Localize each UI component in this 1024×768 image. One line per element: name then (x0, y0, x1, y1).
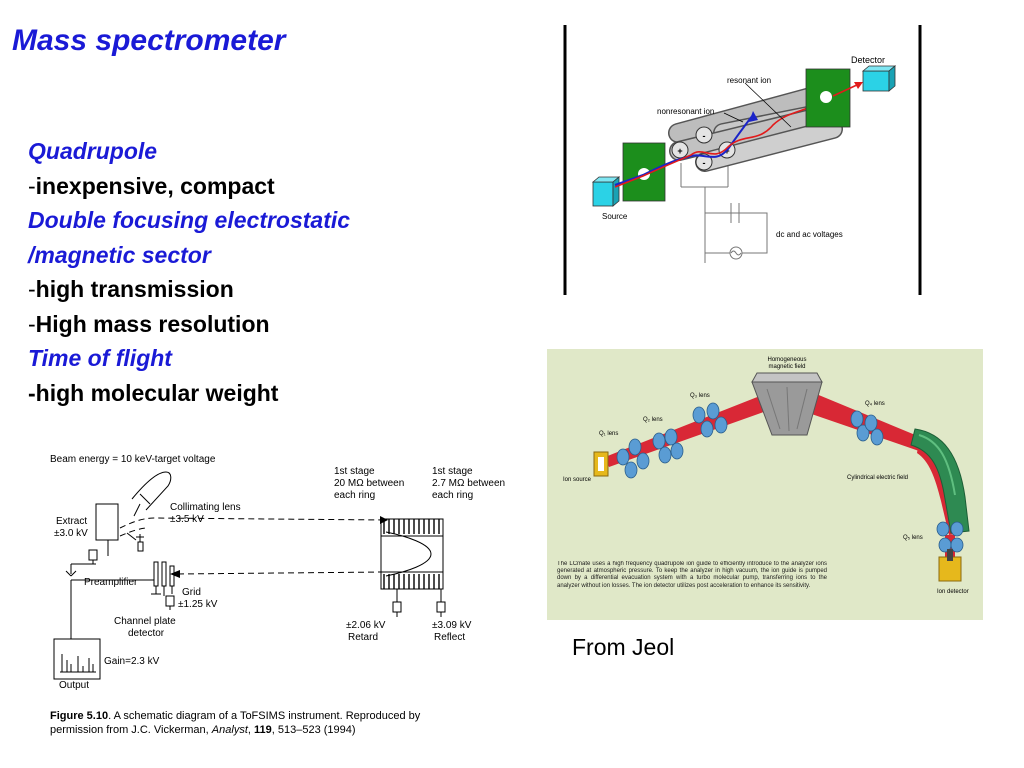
bullet-item-high-mass-resolution: -High mass resolution (28, 310, 270, 337)
ion-detector-block (938, 549, 962, 582)
collimating-lens-label: Collimating lens ±3.5 kV (170, 502, 243, 525)
resonant-ion-label: resonant ion (727, 76, 771, 85)
tof-beam-return (175, 571, 385, 575)
channel-plate-label: Channel plate detector (114, 616, 179, 639)
rod-minus-top: - (703, 131, 706, 141)
slide-title: Mass spectrometer (12, 24, 286, 57)
tof-caption-line2: permission from J.C. Vickerman, Analyst,… (50, 724, 356, 736)
image-credit: From Jeol (572, 634, 675, 660)
ion-source-label: Ion source (563, 477, 592, 483)
bullet-item-high-transmission: -high transmission (28, 276, 234, 302)
reflect-label: ±3.09 kV Reflect (432, 620, 474, 643)
stage1-left-label: 1st stage 20 MΩ between each ring (334, 466, 407, 501)
lens-groups (616, 402, 964, 553)
ion-detector-label: Ion detector (937, 589, 969, 595)
exit-plate (805, 68, 851, 128)
bullet-item-inexpensive: -inexpensive, compact (28, 172, 275, 199)
preamplifier-wiring (70, 579, 154, 639)
electric-field-label: Cylindrical electric field (847, 475, 908, 481)
rod-minus-bottom: - (703, 158, 706, 168)
magnetic-sector-caption: The LCmate uses a high frequency quadrup… (557, 561, 827, 589)
nonresonant-ion-arrowhead (749, 111, 758, 122)
q5-lens-label: Q₅ lens (903, 535, 923, 541)
retard-label: ±2.06 kV Retard (346, 620, 388, 643)
magnet-sector (751, 372, 823, 436)
nonresonant-ion-path (614, 114, 754, 186)
nonresonant-ion-label: nonresonant ion (657, 107, 714, 116)
preamplifier-label: Preamplifier (84, 577, 138, 588)
output-label: Output (59, 680, 89, 691)
q4-lens-label: Q₄ lens (865, 401, 885, 407)
q2-lens-label: Q₂ lens (643, 417, 663, 423)
channel-plate-detector (151, 561, 175, 610)
bullet-item-high-molecular-weight: -high molecular weight (28, 379, 279, 406)
ion-gun (131, 471, 172, 517)
bullet-list: Quadrupole -inexpensive, compact Double … (28, 134, 508, 410)
tof-beam-outgoing (119, 517, 387, 537)
detector-label: Detector (851, 55, 885, 65)
bullet-heading-double-focusing: Double focusing electrostatic (28, 207, 351, 233)
q1-lens-label: Q₁ lens (599, 431, 618, 437)
entrance-plate (622, 142, 666, 202)
resonant-ion-path (614, 96, 834, 188)
output-scope (53, 638, 101, 680)
beam-energy-label: Beam energy = 10 keV-target voltage (50, 454, 216, 465)
resonant-ion-arrowhead (854, 82, 863, 89)
q3-lens-label: Q₃ lens (690, 393, 710, 399)
tof-caption-line1: Figure 5.10. A schematic diagram of a To… (50, 710, 421, 722)
rod-plus-left: + (677, 146, 682, 156)
gain-label: Gain=2.3 kV (104, 656, 160, 667)
source-label: Source (602, 212, 628, 221)
quadrupole-diagram: - + + - Detector resonant ion nonresonan… (563, 25, 923, 295)
ion-source-block (593, 451, 609, 477)
bullet-heading-time-of-flight: Time of flight (28, 345, 172, 371)
bullet-heading-quadrupole: Quadrupole (28, 138, 158, 164)
source-cube (591, 176, 621, 207)
bullet-heading-magnetic-sector: /magnetic sector (28, 241, 211, 268)
extract-label: Extract ±3.0 kV (54, 516, 90, 539)
grid-label: Grid ±1.25 kV (178, 587, 218, 610)
reflectron-ring-ticks (383, 519, 440, 589)
extract-target (65, 503, 119, 577)
stage1-right-label: 1st stage 2.7 MΩ between each ring (432, 466, 508, 501)
voltages-label: dc and ac voltages (776, 230, 843, 239)
detector-cube (861, 65, 897, 92)
voltage-circuit (680, 163, 768, 263)
reflectron (380, 518, 444, 590)
tof-diagram: Beam energy = 10 keV-target voltage 1st … (36, 444, 528, 744)
